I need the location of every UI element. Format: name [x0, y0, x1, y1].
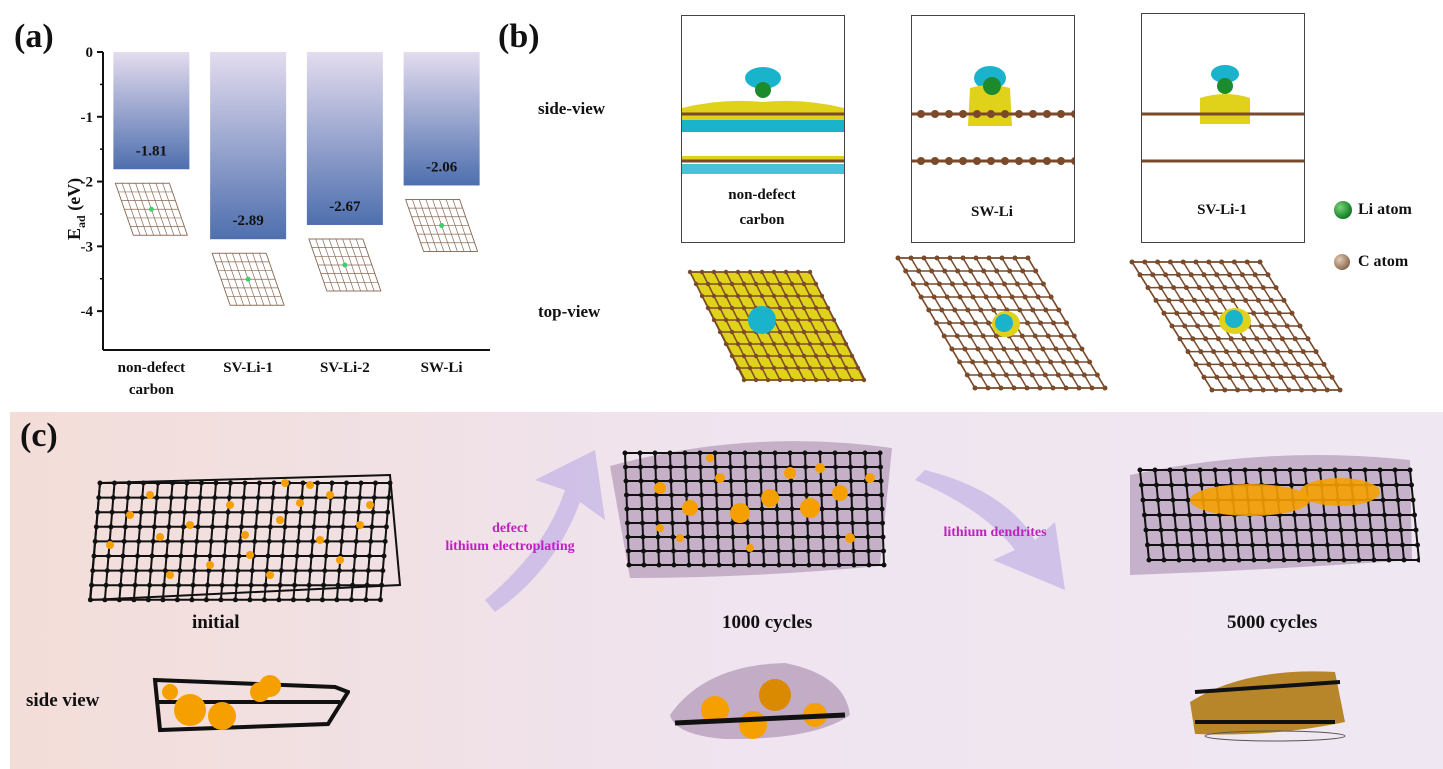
- lattice-initial: [87, 473, 402, 603]
- lattice-thumbnail-1: [211, 252, 285, 306]
- side-view-5000-cycles: [1190, 671, 1346, 742]
- category-label-2-0: SV-Li-2: [320, 360, 370, 376]
- bar-value-label-2: -2.67: [329, 199, 361, 215]
- bar-value-label-0: -1.81: [136, 143, 167, 159]
- category-label-1-0: SV-Li-1: [223, 360, 273, 376]
- li-atom-legend-icon: [1334, 201, 1352, 219]
- bar-2: [306, 52, 383, 225]
- side-view-box-sv-li-1: [1122, 13, 1322, 243]
- y-tick-label-2: -2: [81, 175, 94, 191]
- bar-0: [113, 52, 190, 170]
- category-label-0-1: carbon: [129, 382, 175, 398]
- top-view-row-label: top-view: [538, 302, 601, 321]
- lattice-5000-cycles: [1130, 455, 1420, 575]
- li-atom-icon: [983, 77, 1001, 95]
- top-view-sv-li-1: [1129, 259, 1343, 393]
- lattice-thumbnail-2: [308, 238, 382, 292]
- arrow1-text: defect lithium electroplating: [445, 521, 575, 554]
- panel-a-label: (a): [14, 18, 54, 55]
- side-view-box-sw-li: [903, 15, 1093, 243]
- c-atom-legend-icon: [1334, 254, 1350, 270]
- top-view-non-defect: [687, 269, 867, 383]
- arrow-defect-electroplating: [485, 450, 605, 612]
- arrow-lithium-dendrites: [915, 470, 1065, 590]
- caption-sw-li: SW-Li: [971, 204, 1013, 220]
- lattice-thumbnail-3: [405, 199, 479, 252]
- legend-li-atom: Li atom: [1334, 201, 1412, 219]
- lattice-1000-cycles: [610, 441, 892, 578]
- stage-5000-cycles-label: 5000 cycles: [1227, 612, 1318, 633]
- y-tick-label-1: -1: [81, 110, 94, 126]
- y-tick-label-4: -4: [81, 304, 94, 320]
- side-view-1000-cycles: [670, 663, 850, 740]
- bar-value-label-3: -2.06: [426, 159, 458, 175]
- side-view-structure-non-defect: [682, 67, 844, 174]
- side-view-box-non-defect: [681, 15, 845, 243]
- arrow2-text: lithium dendrites: [943, 525, 1047, 540]
- side-view-structure-sv-li-1: [1122, 65, 1322, 163]
- stage-initial-label: initial: [192, 612, 240, 633]
- bar-1: [210, 52, 287, 240]
- li-atom-icon: [755, 82, 771, 98]
- y-tick-label-3: -3: [81, 239, 94, 255]
- lattice-thumbnail-0: [114, 182, 188, 236]
- panel-b-label: (b): [498, 18, 540, 55]
- top-view-sw-li: [895, 255, 1108, 391]
- bar-3: [403, 52, 480, 186]
- stage-1000-cycles-label: 1000 cycles: [722, 612, 813, 633]
- li-atom-icon: [1217, 78, 1233, 94]
- category-label-0-0: non-defect: [118, 360, 186, 376]
- side-view-row-label: side-view: [538, 99, 606, 118]
- y-tick-label-0: 0: [86, 45, 94, 61]
- bar-value-label-1: -2.89: [233, 213, 264, 229]
- caption-sv-li-1: SV-Li-1: [1197, 202, 1247, 218]
- caption-non-defect-carbon: non-defect carbon: [728, 187, 796, 228]
- side-view-label: side view: [26, 690, 100, 711]
- category-label-3-0: SW-Li: [421, 360, 463, 376]
- y-axis-label: Ead (eV): [64, 178, 88, 240]
- legend-c-atom: C atom: [1334, 253, 1408, 271]
- side-view-initial: [152, 675, 350, 733]
- panel-c-label: (c): [20, 417, 58, 454]
